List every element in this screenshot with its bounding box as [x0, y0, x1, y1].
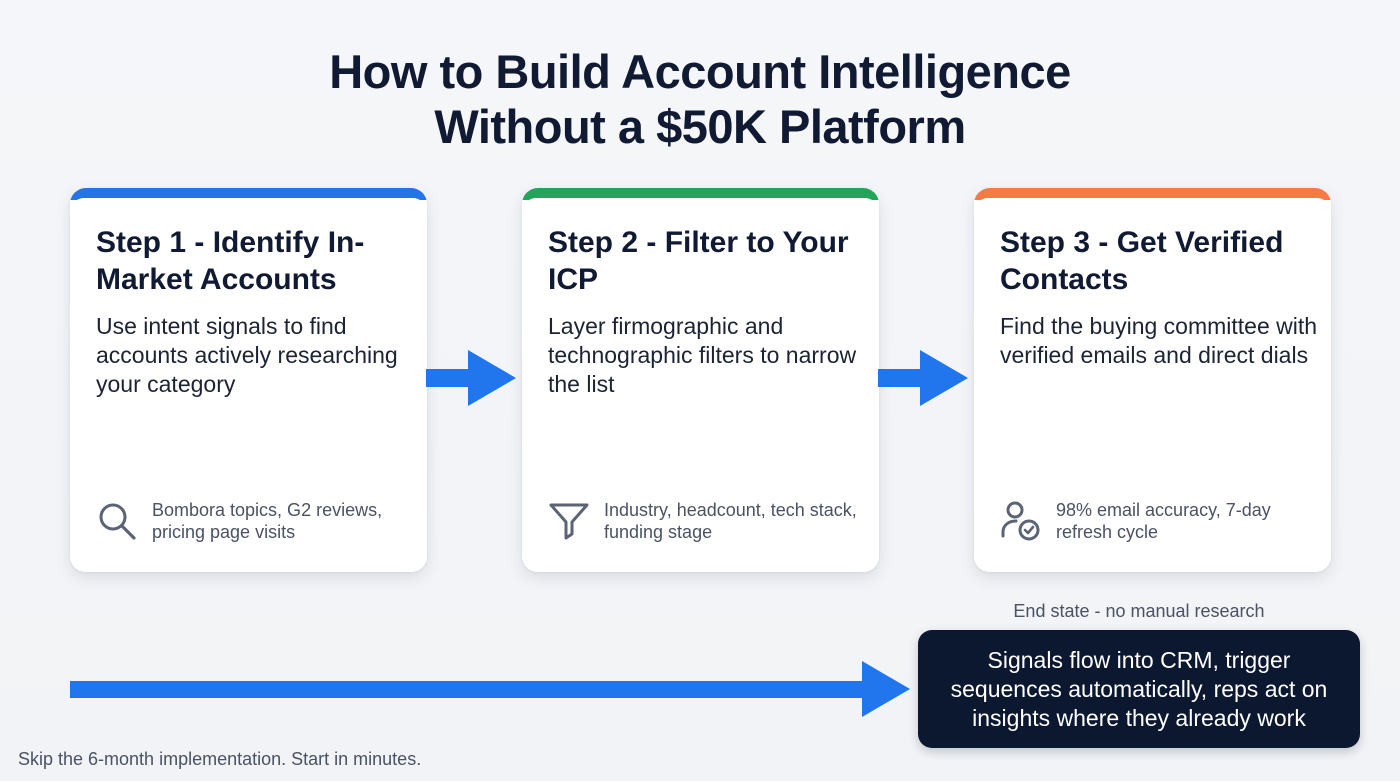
step-1-detail-text: Bombora topics, G2 reviews, pricing page…: [152, 500, 383, 542]
step-2-detail: Industry, headcount, tech stack, funding…: [548, 496, 868, 546]
user-check-icon: [1001, 501, 1040, 541]
step-1-detail: Bombora topics, G2 reviews, pricing page…: [96, 496, 416, 546]
end-state-box: Signals flow into CRM, trigger sequences…: [918, 630, 1360, 748]
step-3-detail: 98% email accuracy, 7-day refresh cycle: [1000, 496, 1320, 546]
title-line-1: How to Build Account Intelligence: [329, 45, 1071, 98]
end-state-text: Signals flow into CRM, trigger sequences…: [950, 646, 1328, 731]
step-3-accent-bar: [974, 188, 1331, 200]
search-icon: [99, 503, 136, 540]
step-2-description: Layer firmographic and technographic fil…: [548, 313, 857, 397]
title-line-2: Without a $50K Platform: [434, 100, 966, 153]
step-2-detail-text: Industry, headcount, tech stack, funding…: [604, 500, 857, 542]
end-state-label: End state - no manual research: [1013, 601, 1265, 621]
step-2-heading: Step 2 - Filter to Your ICP: [548, 226, 849, 296]
long-arrow-right-icon: [70, 661, 910, 717]
step-2-accent-bar: [522, 188, 879, 200]
step-1-heading: Step 1 - Identify In-Market Accounts: [96, 226, 365, 296]
step-1-accent-bar: [70, 188, 427, 200]
step-3-description: Find the buying committee with verified …: [1000, 313, 1318, 368]
step-3-detail-text: 98% email accuracy, 7-day refresh cycle: [1056, 500, 1271, 542]
footer-tagline: Skip the 6-month implementation. Start i…: [18, 749, 422, 769]
filter-icon: [549, 503, 589, 540]
step-card-2: Step 2 - Filter to Your ICP Layer firmog…: [522, 188, 879, 572]
step-card-3: Step 3 - Get Verified Contacts Find the …: [974, 188, 1331, 572]
arrow-right-icon: [878, 350, 968, 406]
page-title: How to Build Account Intelligence Withou…: [0, 44, 1400, 154]
step-3-heading: Step 3 - Get Verified Contacts: [1000, 226, 1284, 296]
arrow-right-icon: [426, 350, 516, 406]
step-1-description: Use intent signals to find accounts acti…: [96, 313, 398, 397]
step-card-1: Step 1 - Identify In-Market Accounts Use…: [70, 188, 427, 572]
